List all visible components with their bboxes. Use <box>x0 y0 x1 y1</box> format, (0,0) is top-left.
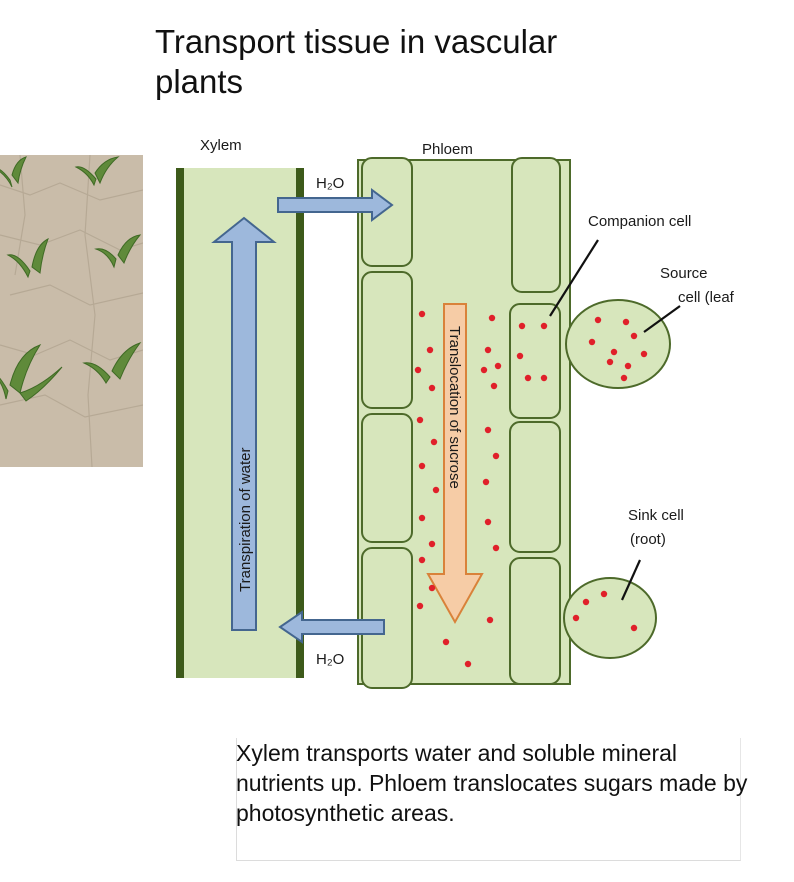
h2o-top-label: H₂O <box>316 175 344 192</box>
page-title: Transport tissue in vascular plants <box>155 22 575 102</box>
transpiration-label: Transpiration of water <box>237 447 254 592</box>
source-cell-label-2: cell (leaf <box>678 289 735 306</box>
phloem-cell <box>362 548 412 688</box>
phloem-label: Phloem <box>422 141 473 158</box>
sink-cell-label-2: (root) <box>630 531 666 548</box>
phloem-cell <box>512 158 560 292</box>
xylem-label: Xylem <box>200 137 242 154</box>
translocation-label: Translocation of sucrose <box>446 326 463 489</box>
phloem-cell <box>362 414 412 542</box>
phloem-cell <box>510 422 560 552</box>
source-cell <box>566 300 670 388</box>
vascular-tissue-diagram: Transpiration of water H₂O H₂O Transloca… <box>150 130 794 700</box>
source-cell-label-1: Source <box>660 265 708 282</box>
phloem-cell <box>362 272 412 408</box>
h2o-bottom-label: H₂O <box>316 651 344 668</box>
xylem-wall-left <box>176 168 184 678</box>
xylem-wall-right <box>296 168 304 678</box>
seedlings-photo <box>0 155 143 467</box>
phloem-cell <box>510 558 560 684</box>
caption-text: Xylem transports water and soluble miner… <box>236 738 756 828</box>
companion-cell-label: Companion cell <box>588 213 691 230</box>
companion-cell <box>510 304 560 418</box>
sink-cell-label-1: Sink cell <box>628 507 684 524</box>
